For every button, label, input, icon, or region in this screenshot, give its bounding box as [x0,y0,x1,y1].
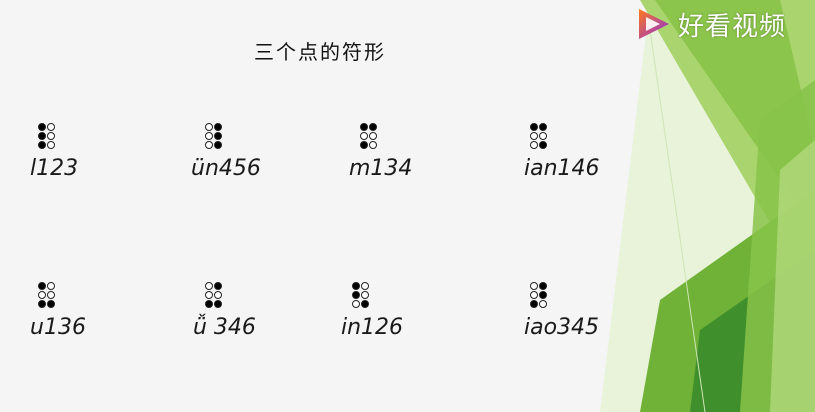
braille-dot-3 [530,300,538,308]
braille-dot-5 [539,291,547,299]
braille-dot-6 [539,141,547,149]
play-triangle-icon [639,9,669,39]
braille-dot-4 [361,282,369,290]
braille-dot-4 [214,282,222,290]
braille-dot-2 [205,132,213,140]
braille-dot-1 [38,282,46,290]
braille-dot-1 [38,123,46,131]
braille-dot-6 [361,300,369,308]
braille-cell-3 [360,123,377,159]
braille-label-2: ün456 [191,156,261,181]
braille-cell-7 [352,282,369,318]
braille-dot-1 [205,282,213,290]
braille-cell-2 [205,123,222,159]
braille-dot-4 [369,123,377,131]
braille-dot-2 [205,291,213,299]
braille-dot-5 [47,291,55,299]
watermark: 好看视频 [636,6,786,42]
braille-dot-4 [214,123,222,131]
braille-dot-1 [360,123,368,131]
braille-dot-5 [47,132,55,140]
braille-dot-2 [530,132,538,140]
braille-dot-3 [530,141,538,149]
braille-dot-5 [539,132,547,140]
braille-label-3: m134 [349,156,413,181]
braille-label-5: u136 [30,315,86,340]
braille-dot-3 [205,141,213,149]
braille-dot-4 [539,123,547,131]
braille-dot-5 [361,291,369,299]
braille-dot-2 [530,291,538,299]
braille-label-6: ǚ 346 [193,315,256,340]
braille-dot-3 [360,141,368,149]
braille-label-1: l123 [30,156,79,181]
braille-dot-1 [352,282,360,290]
braille-dot-3 [38,300,46,308]
braille-dot-6 [369,141,377,149]
braille-dot-2 [360,132,368,140]
braille-cell-1 [38,123,55,159]
braille-dot-6 [214,300,222,308]
braille-dot-4 [47,282,55,290]
braille-dot-4 [47,123,55,131]
braille-dot-3 [205,300,213,308]
braille-dot-5 [369,132,377,140]
braille-dot-6 [539,300,547,308]
braille-dot-6 [47,141,55,149]
braille-cell-5 [38,282,55,318]
braille-dot-2 [38,132,46,140]
braille-cell-4 [530,123,547,159]
braille-cell-8 [530,282,547,318]
braille-cell-6 [205,282,222,318]
braille-dot-3 [352,300,360,308]
braille-dot-5 [214,132,222,140]
slide-title: 三个点的符形 [254,40,386,64]
braille-label-8: iao345 [524,315,600,340]
braille-dot-5 [214,291,222,299]
braille-dot-6 [47,300,55,308]
braille-dot-1 [205,123,213,131]
braille-label-7: in126 [341,315,404,340]
braille-dot-1 [530,282,538,290]
braille-dot-3 [38,141,46,149]
braille-dot-2 [38,291,46,299]
braille-dot-1 [530,123,538,131]
braille-dot-2 [352,291,360,299]
braille-label-4: ian146 [524,156,600,181]
braille-dot-6 [214,141,222,149]
watermark-text: 好看视频 [678,11,787,42]
braille-dot-4 [539,282,547,290]
